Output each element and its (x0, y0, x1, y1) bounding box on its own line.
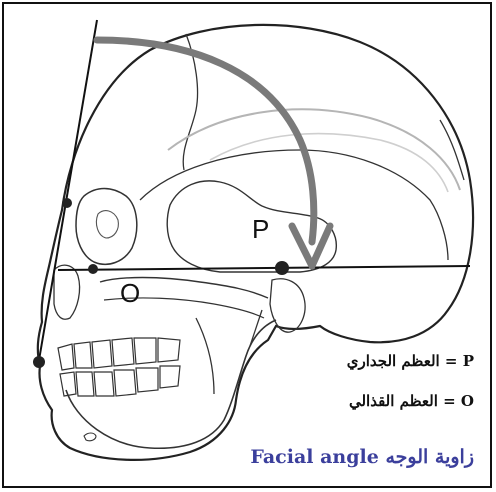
point-p-label: P (252, 216, 269, 242)
orbitale-point (88, 264, 98, 274)
mental-foramen (84, 433, 96, 441)
point-o-label: O (120, 280, 140, 306)
porion-point (275, 261, 289, 275)
alveolar-point (33, 356, 45, 368)
horizontal-line (58, 266, 470, 270)
legend-o-line: O = العظم القذالي (349, 392, 474, 410)
temporal-line-arc-2 (210, 134, 448, 192)
upper-teeth (58, 338, 180, 370)
legend-p-line: P = العظم الجداري (347, 352, 474, 370)
mastoid-process (270, 279, 305, 332)
squamous-suture (140, 150, 448, 260)
mandible-ramus (196, 318, 214, 394)
lambdoid-suture (440, 120, 464, 180)
lower-teeth (60, 366, 180, 396)
nasion-point (62, 198, 72, 208)
styloid-process (250, 310, 262, 346)
eye-orbit (76, 189, 137, 265)
figure-caption: زاوية الوجه Facial angle (250, 446, 474, 468)
orbit-inner (96, 211, 118, 238)
nasal-cavity (54, 265, 80, 319)
